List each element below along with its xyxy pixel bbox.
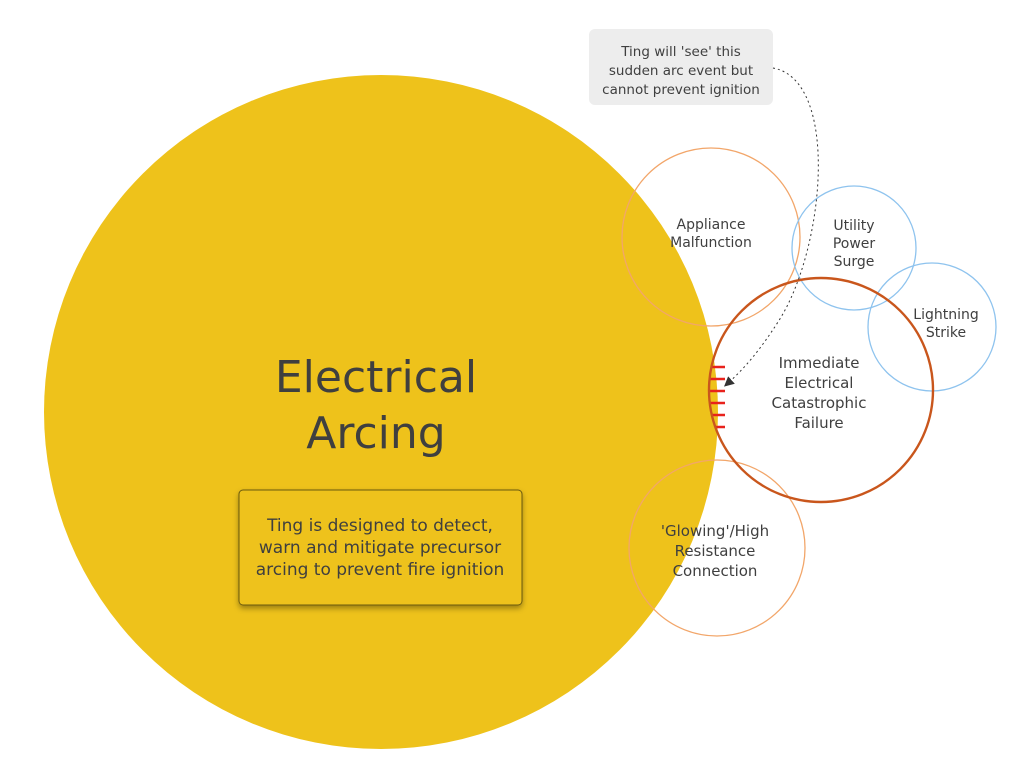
lightning-label-line1: Lightning	[913, 307, 978, 323]
appliance-label-line2: Malfunction	[670, 235, 752, 251]
info-box: Ting is designed to detect, warn and mit…	[238, 489, 523, 606]
appliance-malfunction-circle	[621, 147, 801, 327]
immediate-label-line1: Immediate	[779, 354, 860, 372]
electrical-arcing-circle	[44, 75, 718, 749]
immediate-label-line3: Catastrophic	[772, 394, 867, 412]
glowing-label-line3: Connection	[673, 562, 758, 580]
utility-label-line1: Utility	[833, 218, 874, 234]
callout-line1: Ting will 'see' this	[620, 44, 741, 60]
info-box-line1: Ting is designed to detect,	[266, 516, 493, 536]
appliance-label-line1: Appliance	[677, 217, 746, 233]
utility-label-line3: Surge	[834, 254, 875, 270]
immediate-label-line2: Electrical	[785, 374, 854, 392]
immediate-failure-circle	[707, 276, 935, 504]
callout-line3: cannot prevent ignition	[602, 82, 760, 98]
info-box-line3: arcing to prevent fire ignition	[256, 560, 505, 580]
callout-line2: sudden arc event but	[609, 63, 753, 79]
info-box-line2: warn and mitigate precursor	[259, 538, 501, 558]
glowing-label-line2: Resistance	[675, 542, 756, 560]
main-title-line2: Arcing	[306, 408, 445, 459]
glowing-label-line1: 'Glowing'/High	[661, 522, 769, 540]
callout-note: Ting will 'see' this sudden arc event bu…	[589, 29, 773, 105]
utility-label-line2: Power	[833, 236, 876, 252]
utility-power-surge-circle	[791, 185, 917, 311]
lightning-label-line2: Strike	[926, 325, 966, 341]
immediate-label-line4: Failure	[794, 414, 843, 432]
main-title-line1: Electrical	[275, 352, 477, 403]
glowing-connection-circle	[628, 459, 806, 637]
